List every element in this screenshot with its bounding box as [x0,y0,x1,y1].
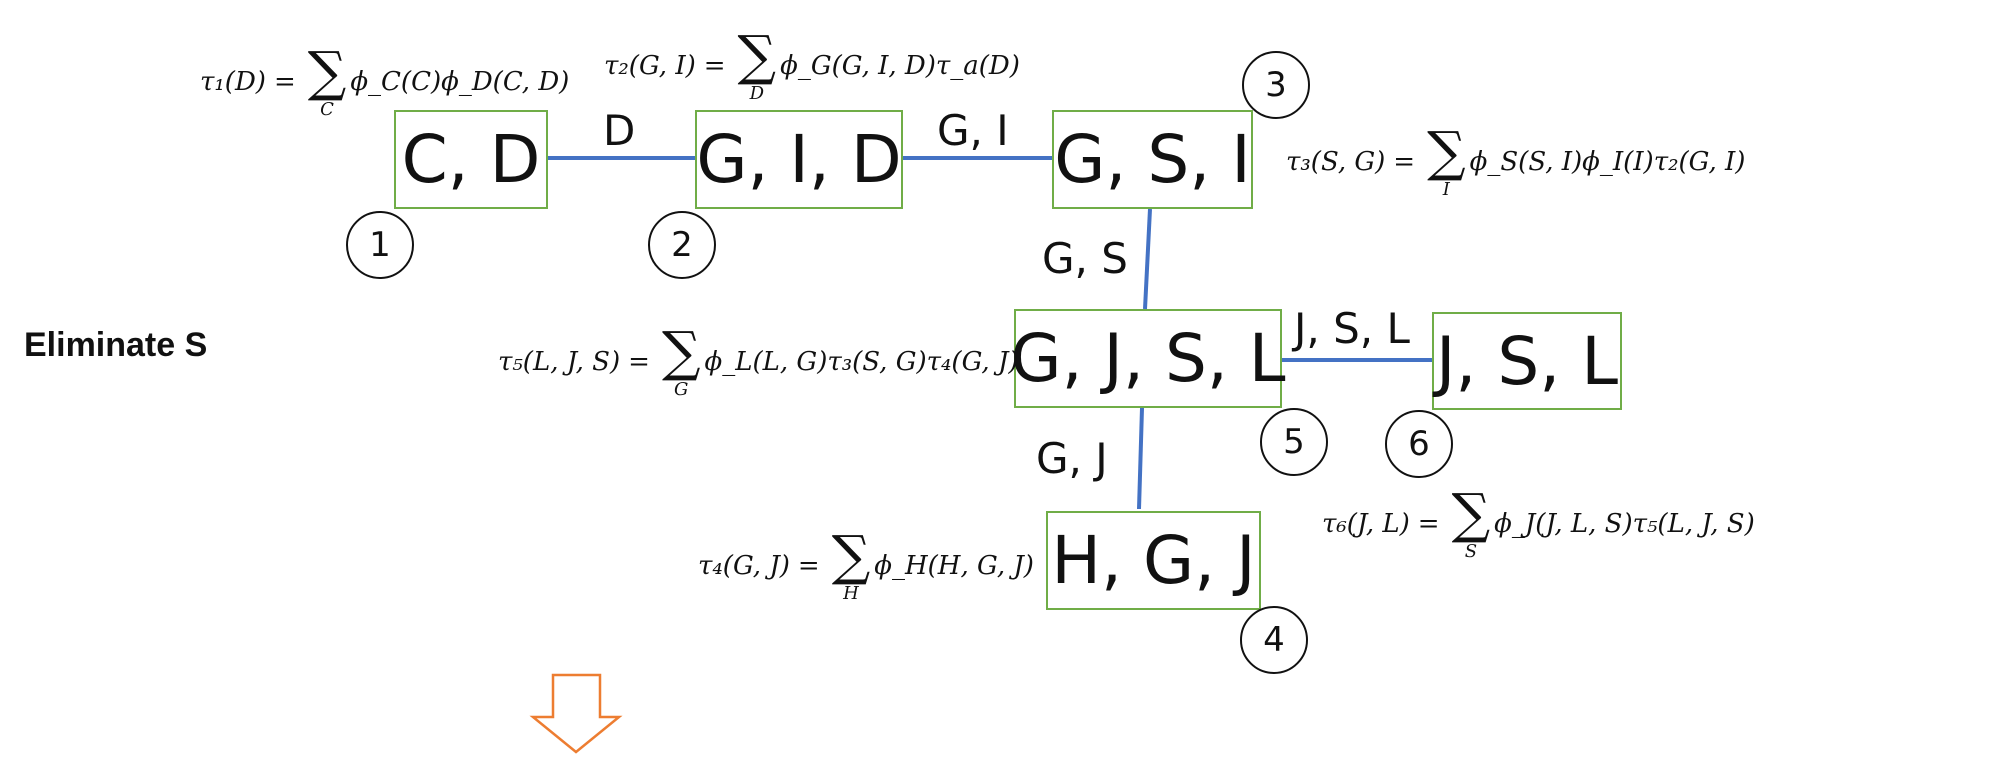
edge-label-5-6: J, S, L [1294,304,1410,353]
node-number-5: 5 [1260,408,1328,476]
formula-tau3-rhs: ϕ_S(S, I)ϕ_I(I)τ₂(G, I) [1469,147,1746,177]
node-2: G, I, D [695,110,903,209]
formula-tau1: τ₁(D) = ∑C ϕ_C(C)ϕ_D(C, D) [200,38,569,126]
formula-tau4-lhs: τ₄(G, J) [698,551,790,581]
formula-tau2-eq: = [703,51,726,81]
formula-tau6-index: S [1464,541,1478,562]
formula-tau5-rhs: ϕ_L(L, G)τ₃(S, G)τ₄(G, J) [704,347,1019,377]
formula-tau5-lhs: τ₅(L, J, S) [498,347,621,377]
formula-tau4-eq: = [797,551,820,581]
formula-tau5-sum: ∑G [661,320,701,400]
node-number-3: 3 [1242,51,1310,119]
edge-3-5 [1143,208,1152,310]
formula-tau6: τ₆(J, L) = ∑S ϕ_J(J, L, S)τ₅(L, J, S) [1322,480,1755,568]
edge-5-4 [1137,407,1144,510]
down-arrow-icon [529,673,623,754]
heading-eliminate-s: Eliminate S [24,326,208,364]
node-4: H, G, J [1046,511,1261,610]
node-number-4: 4 [1240,606,1308,674]
formula-tau2-rhs: ϕ_G(G, I, D)τ_a(D) [780,51,1020,81]
formula-tau5: τ₅(L, J, S) = ∑G ϕ_L(L, G)τ₃(S, G)τ₄(G, … [498,318,1019,406]
node-1: C, D [394,110,548,209]
edge-label-1-2: D [603,106,636,155]
formula-tau4: τ₄(G, J) = ∑H ϕ_H(H, G, J) [698,522,1034,610]
formula-tau1-index: C [320,99,334,120]
node-number-1: 1 [346,211,414,279]
formula-tau6-rhs: ϕ_J(J, L, S)τ₅(L, J, S) [1494,509,1755,539]
formula-tau4-rhs: ϕ_H(H, G, J) [874,551,1034,581]
formula-tau3-index: I [1442,179,1450,200]
formula-tau6-lhs: τ₆(J, L) [1322,509,1410,539]
node-6: J, S, L [1432,312,1622,410]
node-3: G, S, I [1052,110,1253,209]
formula-tau2-lhs: τ₂(G, I) [604,51,696,81]
node-5: G, J, S, L [1010,309,1286,408]
formula-tau6-eq: = [1417,509,1440,539]
formula-tau2: τ₂(G, I) = ∑D ϕ_G(G, I, D)τ_a(D) [604,22,1020,110]
formula-tau3: τ₃(S, G) = ∑I ϕ_S(S, I)ϕ_I(I)τ₂(G, I) [1286,118,1745,206]
formula-tau4-sum: ∑H [831,524,871,604]
formula-tau1-sum: ∑C [307,40,347,120]
formula-tau6-sum: ∑S [1451,482,1491,562]
formula-tau2-sum: ∑D [737,24,777,104]
edge-label-5-4: G, J [1036,434,1108,483]
formula-tau5-index: G [674,379,689,400]
formula-tau3-eq: = [1393,147,1416,177]
formula-tau1-eq: = [273,67,296,97]
formula-tau5-eq: = [628,347,650,377]
formula-tau3-sum: ∑I [1427,120,1466,200]
edge-label-3-5: G, S [1042,234,1128,283]
node-number-6: 6 [1385,410,1453,478]
formula-tau3-lhs: τ₃(S, G) [1286,147,1386,177]
formula-tau4-index: H [843,583,859,604]
edge-label-2-3: G, I [937,106,1009,155]
formula-tau1-rhs: ϕ_C(C)ϕ_D(C, D) [350,67,570,97]
formula-tau1-lhs: τ₁(D) [200,67,266,97]
node-number-2: 2 [648,211,716,279]
formula-tau2-index: D [749,83,765,104]
